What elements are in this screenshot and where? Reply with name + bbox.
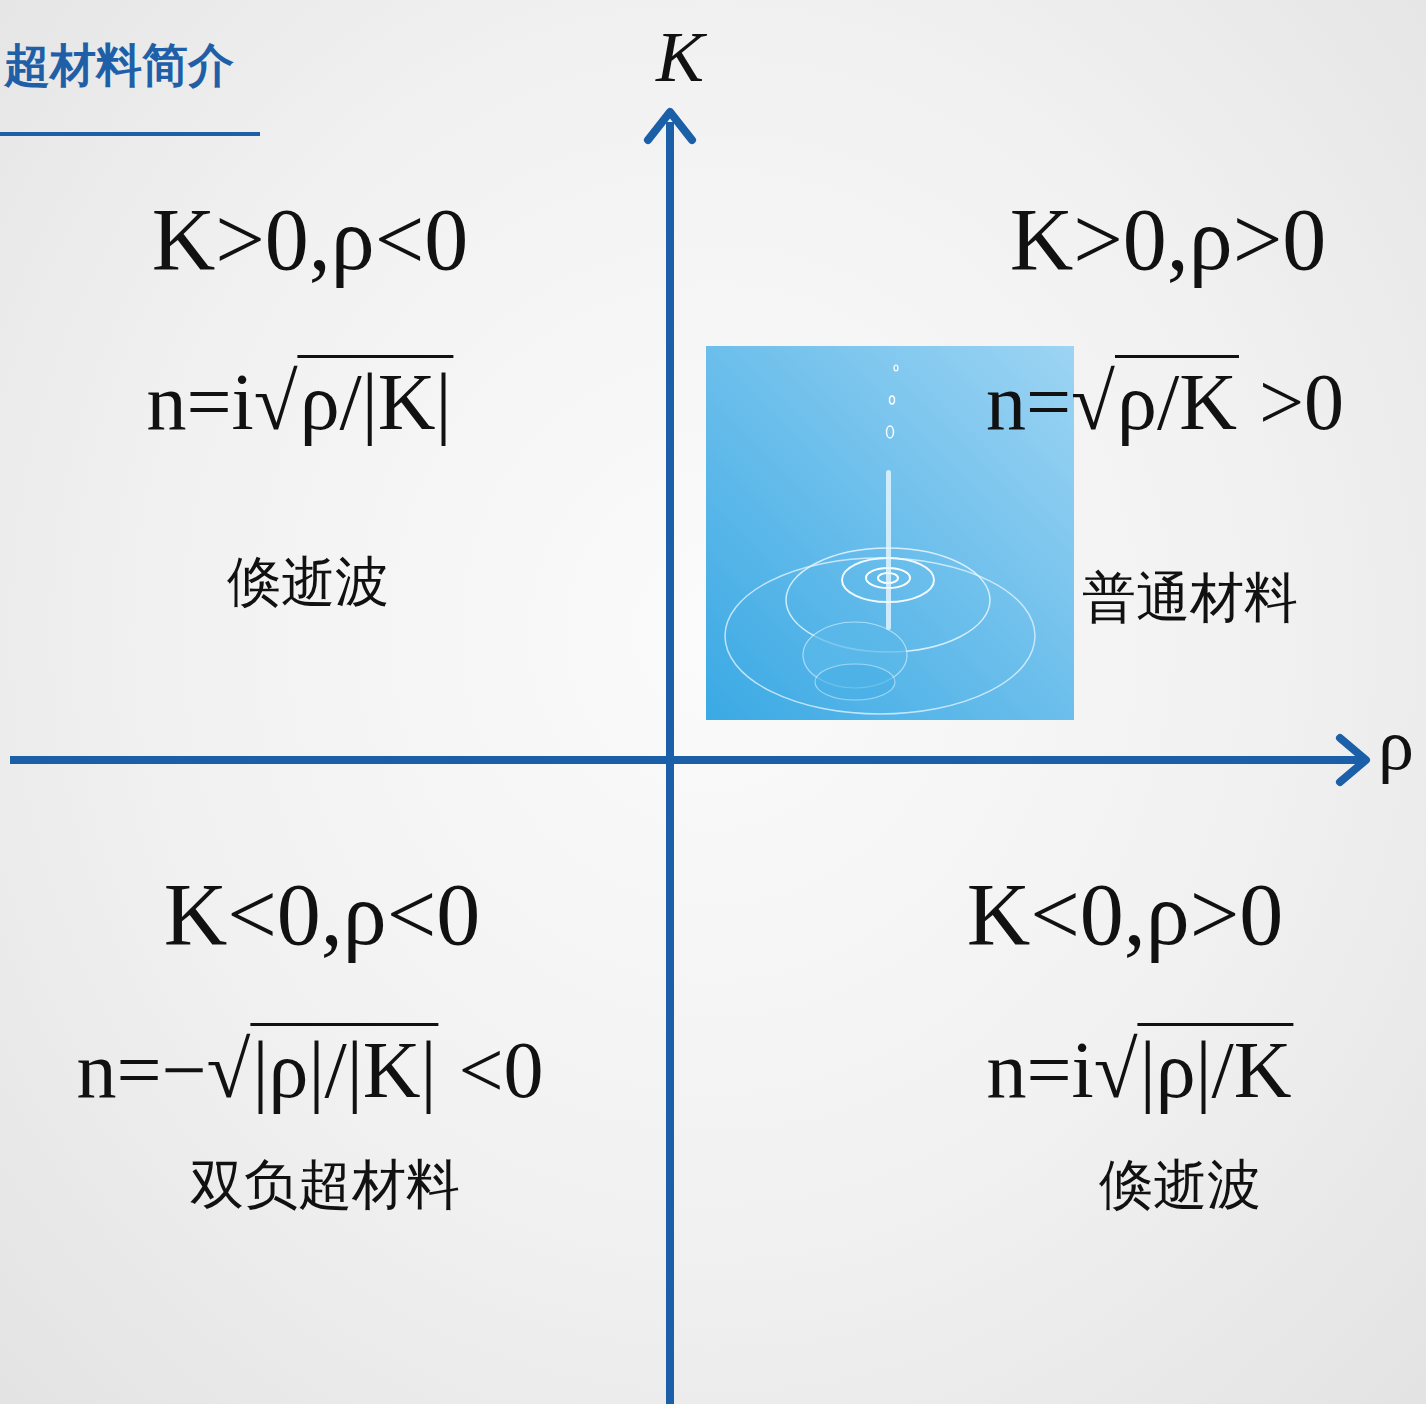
quadrant-condition: K>0,ρ>0 bbox=[1010, 192, 1327, 289]
quadrant-condition: K<0,ρ>0 bbox=[967, 867, 1284, 964]
quadrant-name: 双负超材料 bbox=[190, 1155, 460, 1214]
quadrant-condition: K<0,ρ<0 bbox=[164, 867, 481, 964]
refractive-index-formula: n=i√ρ/|K| bbox=[146, 358, 453, 446]
quadrant-name: 普通材料 bbox=[1082, 568, 1298, 627]
refractive-index-formula: n=√ρ/K >0 bbox=[986, 358, 1344, 446]
axis-label: ρ bbox=[1378, 706, 1414, 785]
axes bbox=[10, 112, 1366, 1404]
refractive-index-formula: n=−√|ρ|/|K| <0 bbox=[76, 1026, 543, 1114]
quadrant-name: 倏逝波 bbox=[1099, 1155, 1261, 1214]
quadrant-name: 倏逝波 bbox=[227, 552, 389, 611]
page-title: 超材料简介 bbox=[4, 40, 234, 91]
axis-label: K bbox=[656, 18, 704, 97]
title-underline bbox=[0, 132, 260, 136]
quadrant-condition: K>0,ρ<0 bbox=[152, 192, 469, 289]
refractive-index-formula: n=i√|ρ|/K bbox=[986, 1026, 1293, 1114]
